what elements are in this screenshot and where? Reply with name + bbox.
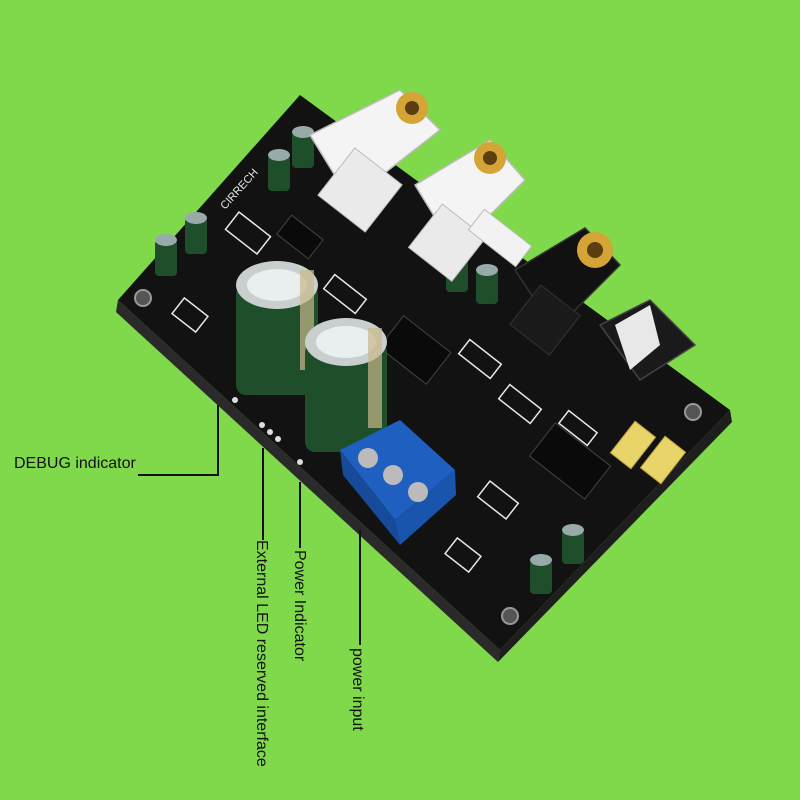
callout-debug-indicator: DEBUG indicator bbox=[14, 455, 136, 472]
callout-power-input: power input bbox=[349, 648, 366, 731]
rca-connectors bbox=[308, 89, 622, 356]
film-capacitors bbox=[609, 420, 687, 485]
mounting-holes bbox=[134, 289, 702, 625]
large-capacitors bbox=[236, 261, 387, 452]
optical-receiver bbox=[598, 299, 697, 382]
callout-power-indicator: Power Indicator bbox=[291, 550, 308, 662]
ic-chips bbox=[276, 214, 612, 500]
callout-external-led-interface: External LED reserved interface bbox=[253, 540, 270, 767]
jst-connector bbox=[467, 208, 533, 268]
led-pads bbox=[232, 397, 303, 465]
terminal-block bbox=[340, 420, 456, 545]
callout-lines bbox=[138, 405, 361, 645]
silkscreen-markings bbox=[170, 210, 599, 574]
